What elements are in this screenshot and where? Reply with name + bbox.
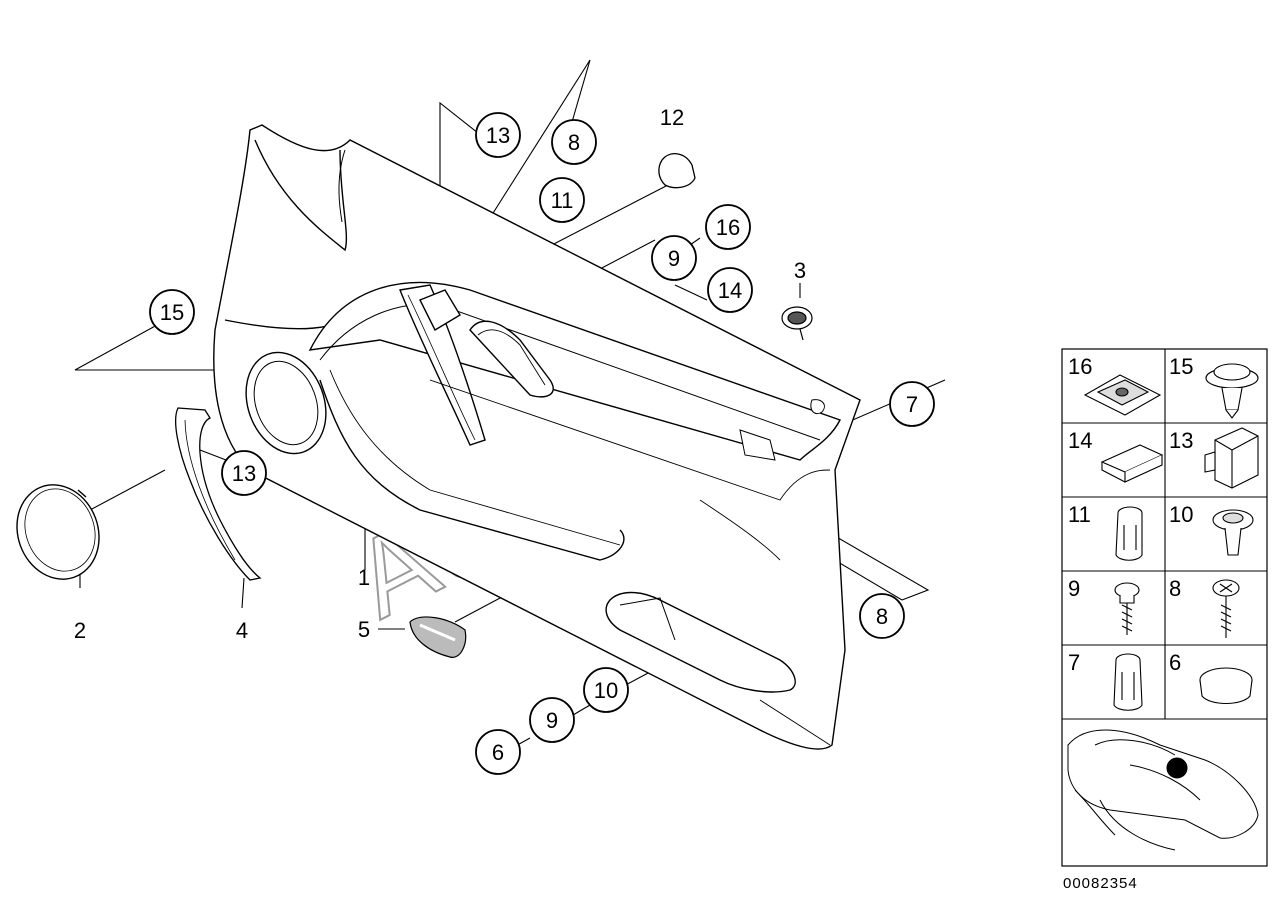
document-number: 00082354 — [1063, 875, 1138, 892]
callout-10: 10 — [594, 678, 618, 703]
part-5-emblem-drawing — [409, 616, 467, 658]
screw-8-icon — [1212, 579, 1240, 638]
callout-9-top: 9 — [668, 246, 680, 271]
callout-4: 4 — [236, 618, 248, 643]
table-label-7: 7 — [1068, 650, 1080, 675]
spreading-nut-7-icon — [1113, 653, 1143, 711]
table-label-14: 14 — [1068, 428, 1092, 453]
bracket-clip-icon — [1204, 427, 1259, 489]
callout-11: 11 — [551, 188, 574, 213]
callout-12: 12 — [660, 105, 684, 130]
callout-8-top: 8 — [568, 130, 580, 155]
callout-13-top: 13 — [486, 123, 510, 148]
callout-3: 3 — [794, 258, 806, 283]
callout-16: 16 — [716, 215, 740, 240]
callout-8-right: 8 — [876, 604, 888, 629]
door-panel-drawing — [213, 124, 861, 750]
plug-cap-icon — [1199, 667, 1253, 705]
speaker-cover-drawing — [16, 484, 100, 580]
part-12-cap-drawing — [658, 153, 696, 189]
spreading-nut-icon — [1115, 506, 1143, 561]
callout-5: 5 — [358, 617, 370, 642]
parts-table: 16 15 14 13 11 10 9 8 7 6 — [1061, 348, 1268, 867]
table-label-15: 15 — [1169, 354, 1193, 379]
part-3-button-drawing — [781, 306, 813, 341]
callout-2: 2 — [74, 618, 86, 643]
table-label-10: 10 — [1169, 502, 1193, 527]
car-location-icon — [1067, 729, 1259, 851]
table-label-6: 6 — [1169, 650, 1181, 675]
table-label-11: 11 — [1068, 502, 1091, 527]
callout-15: 15 — [160, 300, 184, 325]
callout-1: 1 — [358, 565, 370, 590]
callouts — [149, 112, 935, 775]
callout-14: 14 — [718, 278, 742, 303]
callout-7: 7 — [906, 392, 918, 417]
screw-9-icon — [1114, 582, 1140, 635]
table-label-16: 16 — [1068, 354, 1092, 379]
table-label-13: 13 — [1169, 428, 1193, 453]
callout-labels: 13 8 11 12 16 9 14 3 15 7 13 1 2 4 5 8 1… — [74, 105, 918, 765]
expansion-rivet-icon — [1205, 363, 1259, 419]
callout-9-bottom: 9 — [546, 708, 558, 733]
trim-strip-drawing — [175, 407, 262, 581]
clip-nut-icon — [1083, 374, 1162, 416]
callout-13-left: 13 — [232, 461, 256, 486]
trim-clip-icon — [1100, 444, 1164, 483]
callout-6: 6 — [492, 740, 504, 765]
table-label-9: 9 — [1068, 576, 1080, 601]
trim-fastener-icon — [1212, 509, 1254, 556]
table-label-8: 8 — [1169, 576, 1181, 601]
